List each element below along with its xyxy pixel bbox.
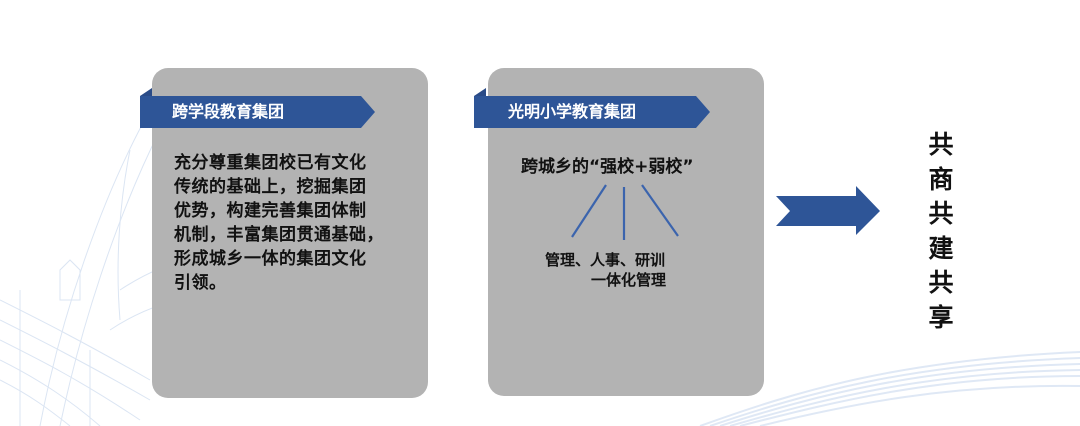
banner-fold-decoration <box>140 88 152 96</box>
description-line: 形成城乡一体的集团文化 <box>174 249 367 269</box>
slogan-vertical-text: 共 商 共 建 共 享 <box>926 128 956 335</box>
description-line: 机制，丰富集团贯通基础， <box>174 225 384 245</box>
card-2-title: 跨城乡的“强校+弱校” <box>521 157 694 177</box>
banner-cross-stage-group: 跨学段教育集团 <box>140 96 375 128</box>
slogan-char: 共 <box>928 199 954 228</box>
card-1-description: 充分尊重集团校已有文化 传统的基础上，挖掘集团 优势，构建完善集团体制 机制，丰… <box>174 151 414 295</box>
detail-line: 一体化管理 <box>591 271 667 289</box>
description-line: 充分尊重集团校已有文化 <box>174 153 367 173</box>
right-arrow-icon <box>776 186 880 235</box>
detail-line: 管理、人事、研训 <box>545 251 666 269</box>
card-2-detail: 管理、人事、研训 一体化管理 <box>545 250 725 290</box>
slogan-char: 商 <box>928 164 954 194</box>
description-line: 优势，构建完善集团体制 <box>174 201 367 221</box>
slogan-char: 共 <box>928 130 954 159</box>
slogan-char: 共 <box>928 268 954 297</box>
slogan-char: 建 <box>928 233 954 263</box>
description-line: 传统的基础上，挖掘集团 <box>174 177 367 197</box>
description-line: 引领。 <box>174 273 227 293</box>
branch-lines-icon <box>571 184 679 240</box>
banner-fold-decoration <box>474 88 486 96</box>
slogan-char: 享 <box>928 302 954 332</box>
banner-guangming-group: 光明小学教育集团 <box>474 96 710 128</box>
